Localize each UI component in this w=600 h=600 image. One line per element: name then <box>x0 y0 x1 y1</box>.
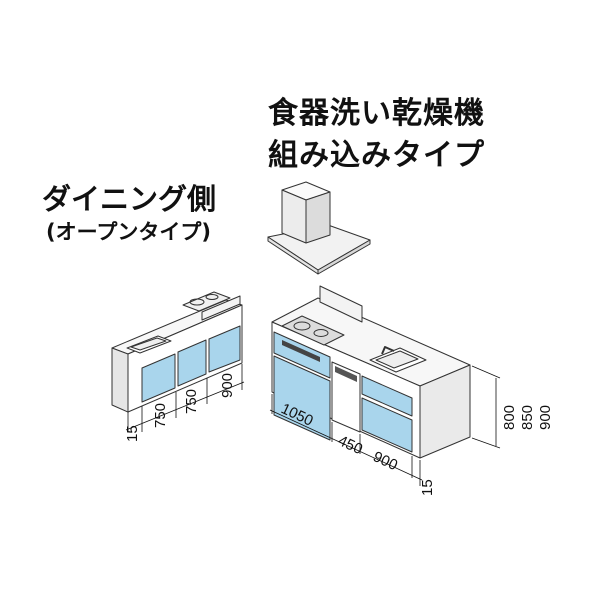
dim-height-850: 850 <box>519 405 536 430</box>
dim-right-15: 15 <box>419 479 436 496</box>
title-dining-side: ダイニング側 <box>42 182 217 216</box>
dimension-lines <box>125 364 501 486</box>
title-dishwasher: 食器洗い乾燥機 <box>268 96 485 131</box>
dim-left-750b: 750 <box>183 389 200 414</box>
range-hood <box>267 181 371 275</box>
dim-height-800: 800 <box>501 405 518 430</box>
dim-left-15: 15 <box>124 425 141 442</box>
dining-side-counter <box>111 291 243 413</box>
dimension-labels: 15 750 750 900 1050 450 900 15 800 850 9… <box>124 373 554 496</box>
dim-left-900: 900 <box>219 373 236 398</box>
title-built-in-type: 組み込みタイプ <box>268 138 485 173</box>
dim-left-750a: 750 <box>152 403 169 428</box>
dim-right-450: 450 <box>335 432 365 458</box>
title-open-type: (オープンタイプ) <box>46 220 211 244</box>
dim-right-900: 900 <box>370 448 400 474</box>
dim-height-900: 900 <box>537 405 554 430</box>
main-counter <box>271 285 471 459</box>
